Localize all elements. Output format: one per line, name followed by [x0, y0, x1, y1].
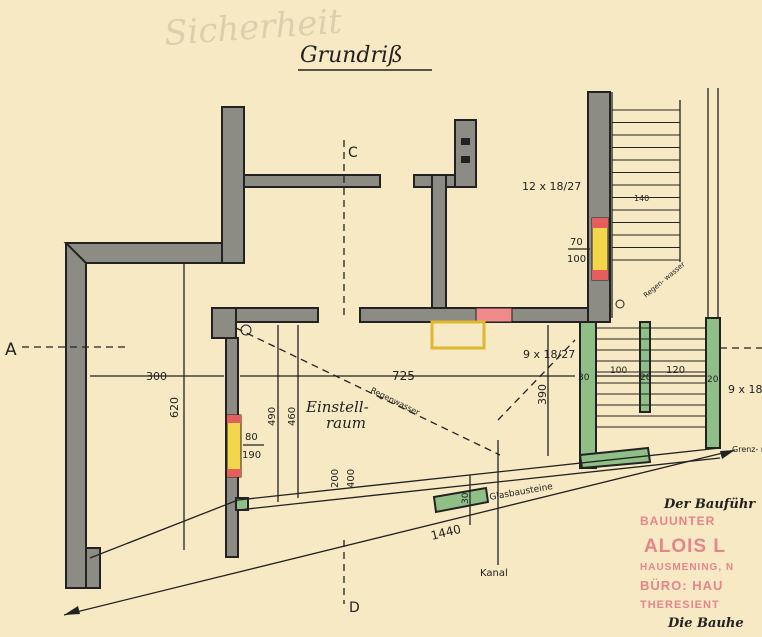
room-label-line1: Einstell- — [305, 398, 369, 416]
section-label-c: C — [348, 145, 358, 161]
plan-title: Grundriß — [300, 43, 403, 68]
dim-30: 30 — [578, 373, 590, 383]
flue-1 — [461, 138, 470, 145]
annotation-regenwasser: Regenwasser — [369, 386, 421, 418]
dim-490: 490 — [267, 407, 278, 426]
stamp-line2: ALOIS L — [644, 536, 726, 557]
window-label-80: 80 — [245, 432, 258, 443]
section-label-d: D — [349, 600, 360, 616]
stairs-lower — [596, 327, 706, 428]
glass-block-end — [235, 497, 249, 511]
stamp-line5: THERESIENT — [640, 599, 720, 611]
window-einstellraum-frame-top — [227, 415, 241, 423]
room-label-line2: raum — [326, 414, 366, 432]
left-outer-wall — [65, 242, 87, 589]
dim-390: 390 — [536, 384, 549, 405]
glass-block-wall-left — [432, 486, 490, 514]
dim-300: 300 — [146, 370, 167, 383]
top-left-wall — [63, 242, 223, 264]
section-label-a: A — [5, 340, 17, 360]
boundary-upper — [237, 447, 721, 501]
boundary-lower — [237, 457, 721, 511]
green-wall-bottom — [578, 446, 652, 470]
stair-label-right: 9 x 18 — [728, 383, 762, 396]
dim-100: 100 — [610, 366, 627, 376]
stair-wall — [587, 91, 611, 323]
stair-label-lower: 9 x 18/27 — [523, 348, 575, 361]
flue-2 — [461, 156, 470, 163]
annotation-regenwasser-small: Regen- wasser — [642, 260, 687, 299]
window-label-70: 70 — [570, 237, 583, 248]
dim-20-a: 20 — [640, 373, 652, 383]
stair-run: 140 — [634, 194, 649, 203]
downpipe-marker — [615, 299, 625, 309]
dim-30-glass: 30 — [461, 492, 471, 504]
dim-400: 400 — [346, 469, 357, 488]
stairs-upper — [612, 109, 680, 261]
stamp-line3: HAUSMENING, N — [640, 562, 734, 573]
windows — [226, 217, 609, 478]
signature-bottom: Die Bauhe — [667, 616, 744, 631]
dim-200: 200 — [330, 469, 341, 488]
dim-620: 620 — [168, 397, 181, 418]
chimney-wall — [454, 119, 477, 188]
stamp-line4: BÜRO: HAU — [640, 578, 723, 593]
dim-725: 725 — [392, 369, 415, 383]
stair-label-upper: 12 x 18/27 — [522, 180, 581, 193]
annotation-kanal: Kanal — [480, 568, 508, 579]
window-stair-frame-bottom — [592, 270, 608, 280]
pier — [211, 307, 237, 339]
upper-room-top-wall-left — [243, 174, 381, 188]
opening-red — [475, 307, 513, 323]
green-wall-left — [579, 321, 597, 469]
dimension-lines — [90, 262, 705, 565]
dim-120: 120 — [666, 365, 685, 376]
dim-20-b: 20 — [707, 375, 719, 385]
signature-top: Der Bauführ — [663, 497, 756, 512]
walls — [63, 88, 719, 589]
window-einstellraum-frame-bottom — [227, 469, 241, 477]
boundary-left — [89, 499, 239, 559]
threshold-yellow — [430, 320, 486, 350]
bottom-left-wall — [85, 547, 101, 589]
drain-marker — [240, 324, 252, 336]
inner-vertical-wall — [221, 106, 245, 264]
annotation-grenze: Grenz- mark — [732, 445, 762, 454]
window-label-190: 190 — [242, 450, 261, 461]
window-einstellraum — [226, 414, 242, 478]
upper-room-right-wall — [431, 174, 447, 309]
green-wall-mid — [639, 321, 651, 413]
dim-1440: 1440 — [429, 522, 462, 543]
window-stair-frame-top — [592, 218, 608, 228]
dim-460: 460 — [287, 407, 298, 426]
stamp-line1: BAUUNTER — [640, 514, 715, 528]
window-label-100: 100 — [567, 254, 586, 265]
dim-line-1440 — [63, 449, 736, 616]
